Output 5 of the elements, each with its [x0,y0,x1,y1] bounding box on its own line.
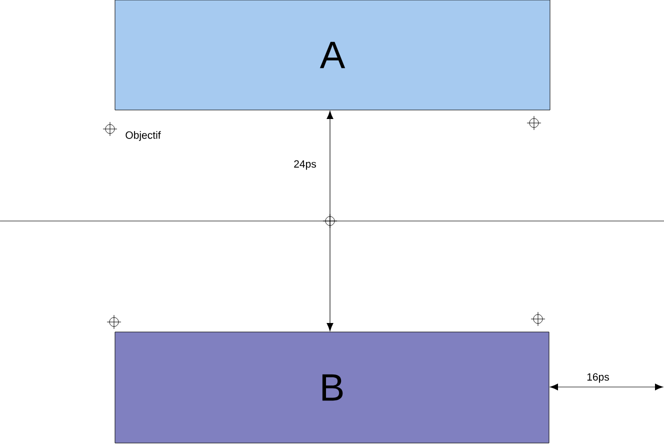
text-label: 24ps [294,160,316,170]
text-label: 16ps [587,373,609,383]
box: B [114,332,550,444]
text-label: Objectif [126,131,161,141]
box: A [114,0,550,110]
